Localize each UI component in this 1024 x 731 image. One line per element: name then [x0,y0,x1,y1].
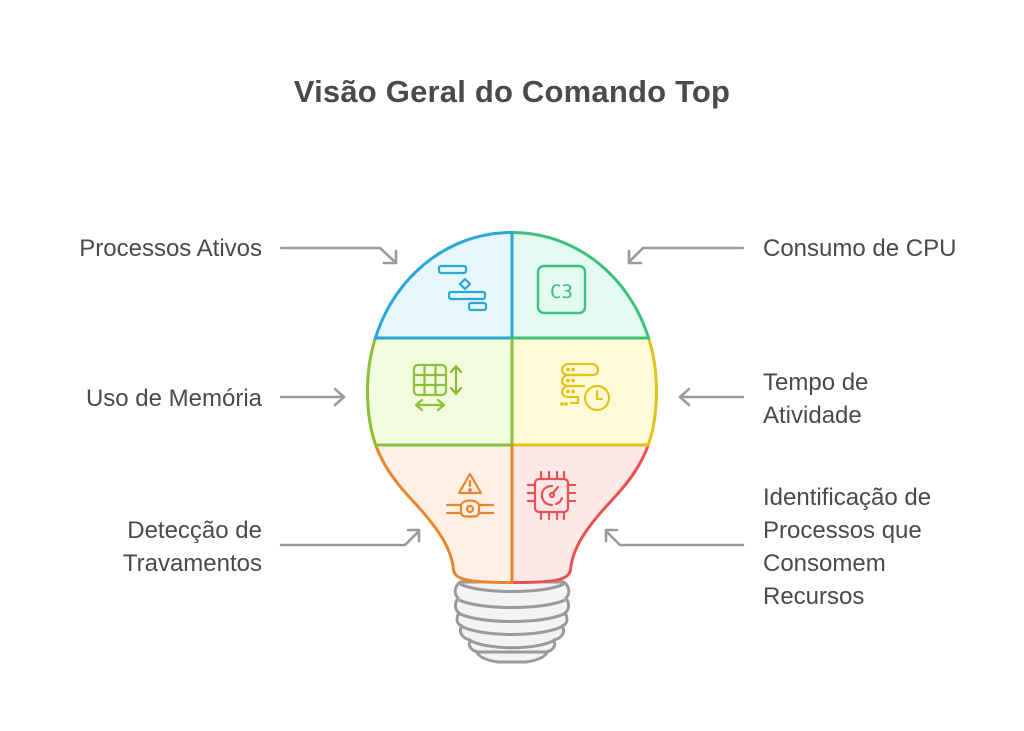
arrow-uso-memoria [279,387,346,407]
segment-identificacao-processos [512,445,658,584]
label-consumo-cpu: Consumo de CPU [763,235,957,262]
bulb-base [453,580,571,664]
arrow-tempo-atividade [678,387,745,407]
label-processos-ativos: Processos Ativos [79,235,262,262]
arrow-deteccao-travamentos [279,528,421,547]
segment-deteccao-travamentos [366,445,512,584]
diagram-title: Visão Geral do Comando Top [293,74,731,109]
label-identificacao-processos: Identificação de Processos que Consomem … [763,484,932,610]
c3-chip-icon: C3 [536,264,587,315]
segment-uso-memoria [366,338,512,445]
label-deteccao-travamentos: Detecção de Travamentos [122,517,262,577]
arrow-identificacao-processos [604,528,745,547]
warning-pipe-icon [445,472,495,519]
svg-text:C3: C3 [550,281,573,303]
label-uso-memoria: Uso de Memória [85,385,262,412]
segment-tempo-atividade [512,338,658,445]
cpu-gauge-icon [526,470,577,521]
segment-processos-ativos [366,231,512,338]
table-resize-icon [412,363,463,412]
server-clock-icon [560,362,611,412]
arrow-consumo-cpu [627,246,745,265]
label-tempo-atividade: Tempo de Atividade [763,369,869,429]
arrow-processos-ativos [279,246,398,265]
gantt-process-icon [437,264,488,312]
